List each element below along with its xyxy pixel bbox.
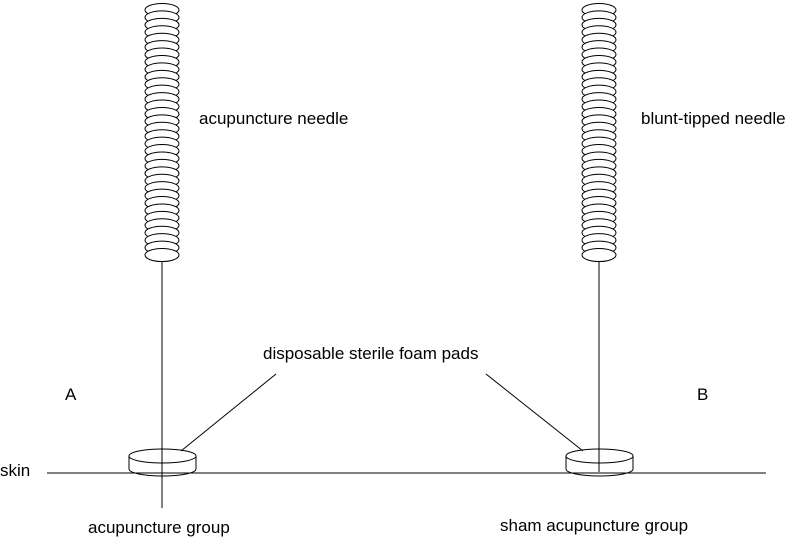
needle-b-coil-34 <box>581 248 617 262</box>
group-b-label: sham acupuncture group <box>500 516 688 535</box>
panel-b-label: B <box>697 385 708 404</box>
needle-handle-a <box>144 3 180 262</box>
foam-pad-leader-a <box>180 373 277 452</box>
panel-a-label: A <box>65 385 77 404</box>
foam-pads-label: disposable sterile foam pads <box>263 344 478 363</box>
needle-a-label: acupuncture needle <box>199 109 348 128</box>
foam-pad-b <box>565 448 634 477</box>
needle-a-coil-34 <box>144 248 180 262</box>
acupuncture-needle <box>144 3 180 508</box>
foam-pad-leader-b <box>485 373 584 452</box>
needle-handle-b <box>581 3 617 262</box>
group-a-label: acupuncture group <box>88 518 230 537</box>
needle-b-label: blunt-tipped needle <box>641 109 786 128</box>
skin-label: skin <box>0 461 30 480</box>
blunt-tipped-needle <box>581 3 617 472</box>
foam-pad-a <box>128 448 197 477</box>
